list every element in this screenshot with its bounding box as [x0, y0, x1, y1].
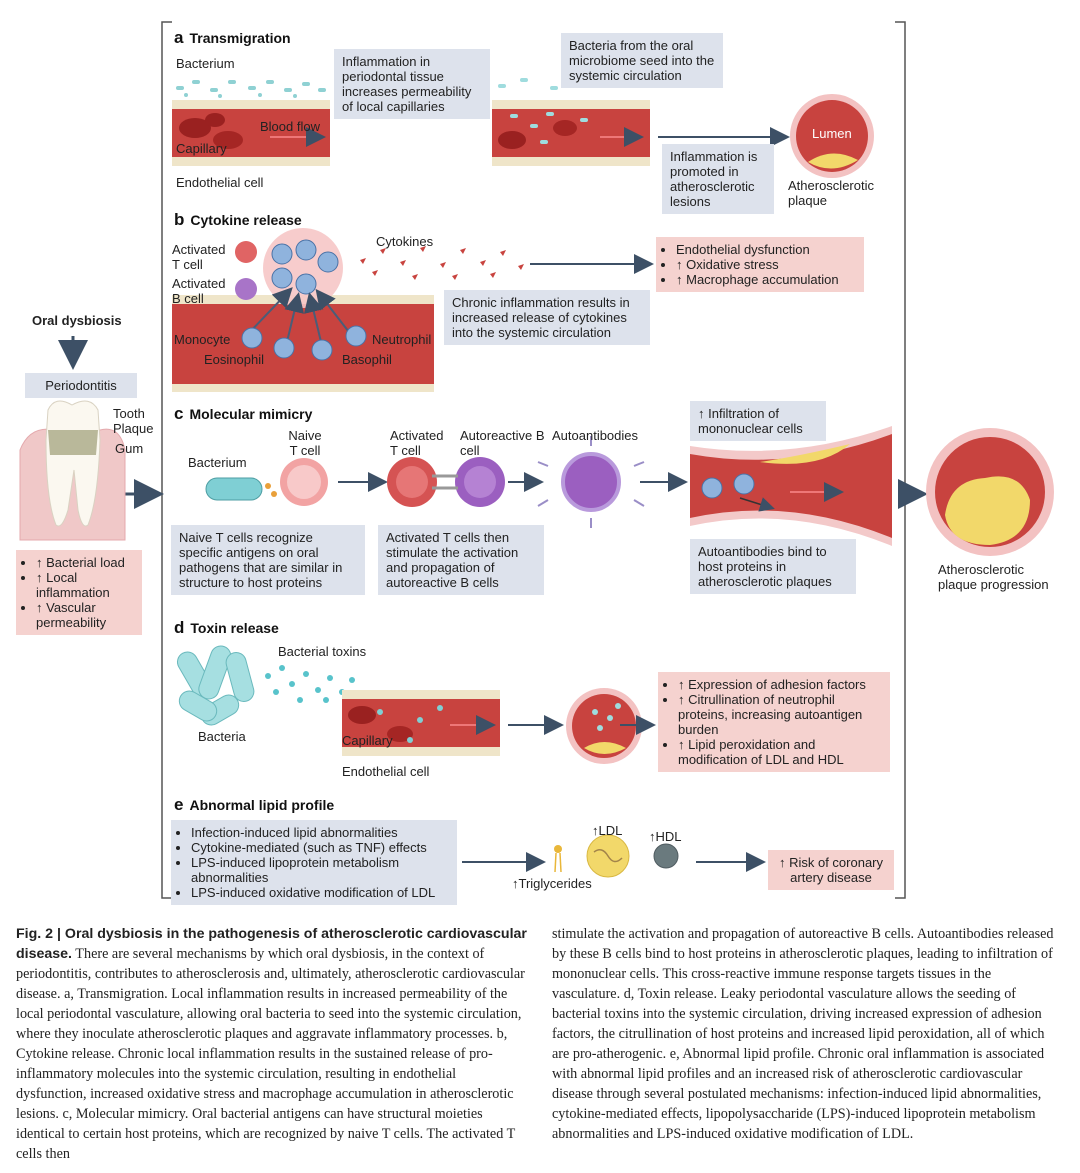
oral-effect-item: ↑ Bacterial load — [36, 555, 134, 570]
panel-b-title: b Cytokine release — [174, 210, 302, 230]
naive-t-cell-label: Naive T cell — [288, 428, 322, 458]
atherosclerotic-plaque-label: Atherosclerotic plaque — [788, 178, 874, 208]
caption-title: Oral dysbiosis in the pathogenesis of at… — [16, 926, 527, 962]
panel-c-callout-4: Autoantibodies bind to host proteins in … — [690, 539, 856, 594]
eosinophil-label: Eosinophil — [204, 352, 264, 367]
caption-body-1: There are several mechanisms by which or… — [16, 946, 525, 1162]
plaque-label: Plaque — [113, 421, 154, 436]
tooth-label: Tooth — [113, 406, 145, 421]
panel-e-letter: e — [174, 795, 184, 814]
panel-a-callout-1: Inflammation in periodontal tissue incre… — [334, 49, 490, 119]
panel-d-effects-box: ↑ Expression of adhesion factors ↑ Citru… — [658, 672, 890, 772]
panel-d-effect-item: ↑ Expression of adhesion factors — [678, 677, 882, 692]
panel-a-title-text: Transmigration — [189, 30, 291, 46]
triglyceride-icon — [554, 845, 562, 873]
panel-b-letter: b — [174, 210, 185, 229]
oral-effect-item: ↑ Vascular permeability — [36, 600, 134, 630]
panel-d-endothelial-label: Endothelial cell — [342, 764, 430, 779]
panel-a-title: a Transmigration — [174, 28, 291, 48]
lipid-mechanism-item: LPS-induced oxidative modification of LD… — [191, 885, 449, 900]
panel-a-callout-3: Inflammation is promoted in atherosclero… — [662, 144, 774, 214]
panel-d-effect-item: ↑ Lipid peroxidation and modification of… — [678, 737, 882, 767]
panel-c-graphics — [205, 426, 1054, 556]
panel-c-activated-t-cell-label: Activated T cell — [390, 428, 444, 458]
gum-label: Gum — [115, 441, 144, 456]
plaque-progression-vessel — [926, 428, 1054, 556]
panel-c-letter: c — [174, 404, 184, 423]
caption-fig-number: Fig. 2 | — [16, 926, 65, 942]
panel-b-effect-item: ↑ Oxidative stress — [676, 257, 856, 272]
ldl-label: ↑LDL — [592, 823, 623, 838]
capillary-2 — [492, 78, 650, 166]
diagram-graphics — [19, 21, 1054, 899]
panel-c-callout-3: ↑ Infiltration of mononuclear cells — [690, 401, 826, 441]
lumen-vessel — [790, 94, 874, 178]
right-bracket — [895, 21, 906, 899]
activated-t-cell-label: Activated T cell — [172, 242, 226, 272]
oral-effect-item: ↑ Local inflammation — [36, 570, 134, 600]
panel-d-capillary-label: Capillary — [342, 733, 393, 748]
left-bracket — [161, 21, 172, 899]
capillary-1 — [172, 80, 330, 166]
plaque-progression-label: Atherosclerotic plaque progression — [938, 562, 1049, 592]
tooth-illustration — [19, 400, 126, 541]
panel-e-graphics — [462, 834, 766, 878]
hdl-label: ↑HDL — [649, 829, 682, 844]
bacterial-toxins-label: Bacterial toxins — [278, 644, 367, 659]
activated-b-cell-label: Activated B cell — [172, 276, 226, 306]
panel-a-callout-2: Bacteria from the oral microbiome seed i… — [561, 33, 723, 88]
figure-caption-col-1: Fig. 2 | Oral dysbiosis in the pathogene… — [16, 924, 530, 1164]
bacteria-label: Bacteria — [198, 729, 246, 744]
triglycerides-label: ↑Triglycerides — [512, 876, 592, 891]
panel-e-mechanisms-box: Infection-induced lipid abnormalities Cy… — [171, 820, 457, 905]
panel-b-effect-item: Endothelial dysfunction — [676, 242, 856, 257]
figure-caption-col-2: stimulate the activation and propagation… — [552, 926, 1054, 1142]
autoreactive-b-cell-label: Autoreactive B cell — [460, 428, 545, 458]
panel-b-graphics — [172, 228, 654, 392]
lipid-mechanism-item: LPS-induced lipoprotein metabolism abnor… — [191, 855, 449, 885]
panel-b-title-text: Cytokine release — [190, 212, 302, 228]
lumen-label: Lumen — [812, 126, 852, 141]
panel-b-effects-box: Endothelial dysfunction ↑ Oxidative stre… — [656, 237, 864, 292]
panel-e-title: e Abnormal lipid profile — [174, 795, 334, 815]
oral-effects-box: ↑ Bacterial load ↑ Local inflammation ↑ … — [16, 550, 142, 635]
panel-a-graphics — [172, 78, 874, 178]
basophil-label: Basophil — [342, 352, 392, 367]
monocyte-label: Monocyte — [174, 332, 231, 347]
panel-b-effect-item: ↑ Macrophage accumulation — [676, 272, 856, 287]
endothelial-label: Endothelial cell — [176, 175, 264, 190]
neutrophil-label: Neutrophil — [372, 332, 432, 347]
panel-a-letter: a — [174, 28, 184, 47]
oral-dysbiosis-label: Oral dysbiosis — [32, 313, 122, 328]
cytokines-label: Cytokines — [376, 234, 434, 249]
lipid-mechanism-item: Infection-induced lipid abnormalities — [191, 825, 449, 840]
autoantibodies-label: Autoantibodies — [552, 428, 639, 443]
panel-d-graphics — [177, 645, 656, 764]
panel-d-effect-item: ↑ Citrullination of neutrophil proteins,… — [678, 692, 882, 737]
panel-c-callout-1: Naive T cells recognize specific antigen… — [171, 525, 365, 595]
panel-c-bacterium-label: Bacterium — [188, 455, 247, 470]
capillary-label: Capillary — [176, 141, 227, 156]
panel-c-title: c Molecular mimicry — [174, 404, 312, 424]
coronary-risk-box: ↑ Risk of coronary artery disease — [768, 850, 894, 890]
panel-d-title: d Toxin release — [174, 618, 279, 638]
panel-b-callout: Chronic inflammation results in increase… — [444, 290, 650, 345]
blood-flow-label: Blood flow — [260, 119, 320, 134]
panel-c-callout-2: Activated T cells then stimulate the act… — [378, 525, 544, 595]
panel-c-title-text: Molecular mimicry — [189, 406, 313, 422]
artery-section — [690, 426, 892, 546]
panel-d-letter: d — [174, 618, 185, 637]
bacterium-label: Bacterium — [176, 56, 235, 71]
periodontitis-box: Periodontitis — [25, 373, 137, 398]
lipid-mechanism-item: Cytokine-mediated (such as TNF) effects — [191, 840, 449, 855]
panel-d-title-text: Toxin release — [190, 620, 279, 636]
panel-e-title-text: Abnormal lipid profile — [189, 797, 335, 813]
